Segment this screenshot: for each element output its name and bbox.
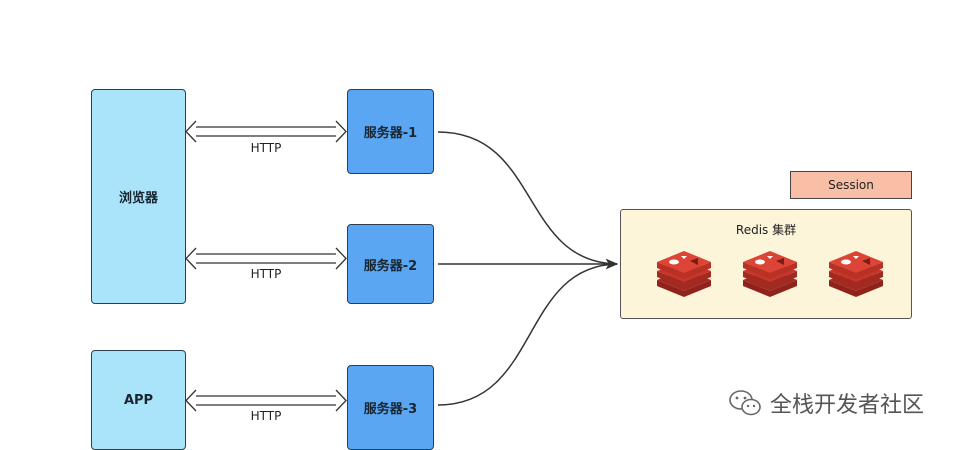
server-1-node: 服务器-1 (347, 89, 434, 174)
connector-server3-redis (437, 259, 618, 406)
server-2-node: 服务器-2 (347, 224, 434, 304)
browser-label: 浏览器 (118, 191, 158, 206)
http-link-2 (185, 247, 347, 270)
redis-instances (657, 251, 883, 297)
http-link-1 (185, 120, 347, 143)
server-3-node: 服务器-3 (347, 365, 434, 450)
browser-node: 浏览器 (91, 89, 186, 304)
connector-server1-redis (437, 131, 618, 269)
app-node: APP (91, 350, 186, 450)
session-label-box: Session (790, 171, 912, 199)
redis-cluster: Redis 集群 (620, 209, 912, 319)
session-label: Session (828, 178, 874, 192)
watermark-text: 全栈开发者社区 (770, 393, 925, 418)
http-link-3 (185, 389, 347, 412)
redis-logo-icon (829, 251, 883, 297)
watermark: 全栈开发者社区 (728, 386, 924, 420)
redis-logo-icon (743, 251, 797, 297)
server-1-label: 服务器-1 (363, 126, 418, 141)
wechat-icon (729, 390, 761, 416)
http-label-1: HTTP (250, 141, 282, 155)
app-label: APP (123, 392, 154, 408)
redis-logo-icon (657, 251, 711, 297)
server-3-label: 服务器-3 (363, 402, 418, 417)
http-label-3: HTTP (250, 409, 282, 423)
http-label-2: HTTP (250, 267, 282, 281)
server-2-label: 服务器-2 (363, 258, 418, 274)
redis-cluster-title: Redis 集群 (735, 223, 797, 237)
